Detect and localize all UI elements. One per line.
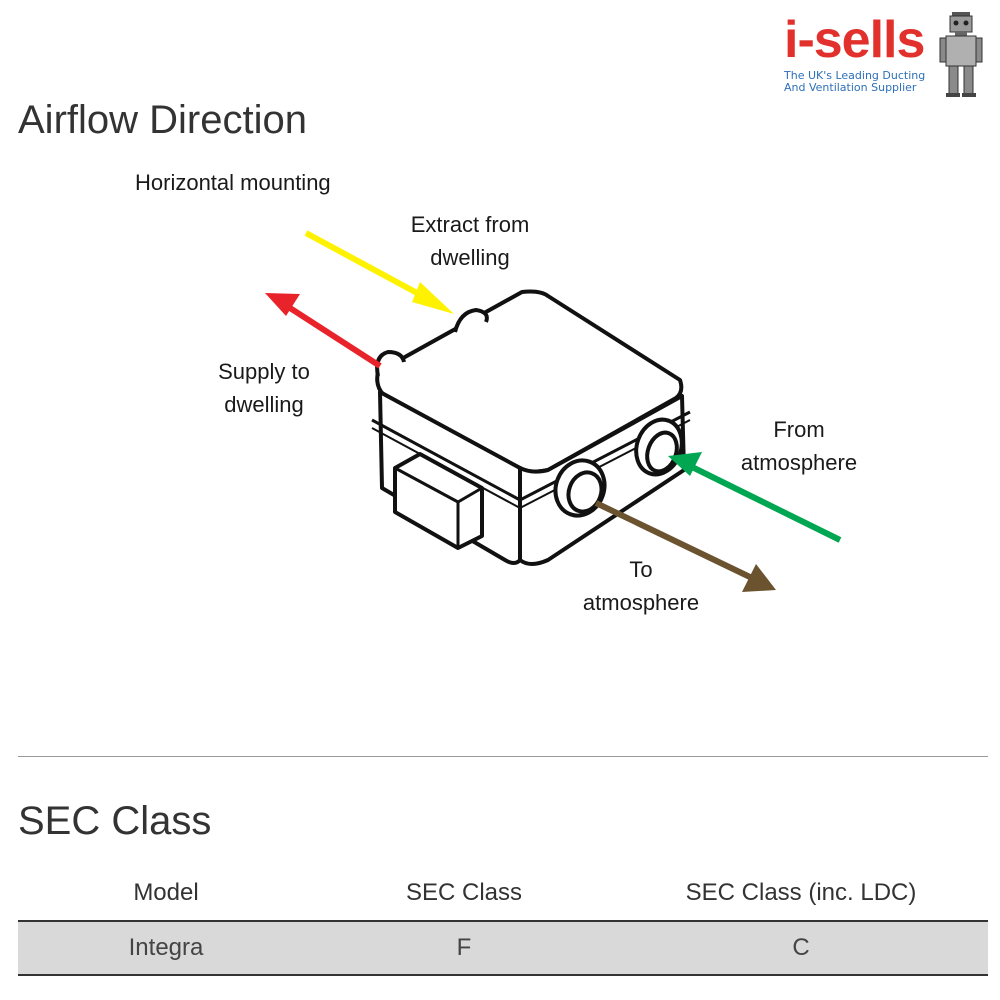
extract-label-line2: dwelling [430,245,510,270]
extract-label-line1: Extract from [410,212,530,237]
from-label-line2: atmosphere [740,450,858,475]
from-atmosphere-arrow [668,452,842,543]
header-sec-class: SEC Class [314,866,614,922]
to-label-line1: To [629,557,653,582]
logo-tagline-line1: The UK's Leading Ducting [784,69,926,82]
mvhr-unit-diagram [265,230,842,592]
to-atmosphere-arrow [594,500,776,592]
sec-class-title: SEC Class [18,799,212,843]
to-atmosphere-label: To atmosphere [566,553,716,619]
horizontal-mounting-label: Horizontal mounting [135,170,331,195]
logo-tagline-line2: And Ventilation Supplier [784,81,917,94]
table-row: Integra F C [18,921,988,976]
extract-arrow [304,230,454,314]
from-atmosphere-label: From atmosphere [724,413,874,479]
supply-to-dwelling-label: Supply to dwelling [196,355,332,421]
to-label-line2: atmosphere [582,590,700,615]
cell-sec-class-ldc: C [614,921,988,976]
cell-sec-class: F [314,921,614,976]
extract-from-dwelling-label: Extract from dwelling [390,208,550,274]
supply-label-line1: Supply to [218,359,310,384]
header-model: Model [18,866,314,922]
header-sec-class-ldc: SEC Class (inc. LDC) [614,866,988,922]
cell-model: Integra [18,921,314,976]
section-divider [18,756,988,757]
from-label-line1: From [773,417,825,442]
airflow-direction-title: Airflow Direction [18,98,307,142]
sec-class-table: Model SEC Class SEC Class (inc. LDC) Int… [18,866,988,976]
logo-wordmark: i-sells [784,11,925,69]
supply-label-line2: dwelling [224,392,304,417]
supply-arrow [265,293,382,369]
brand-logo: i-sells The UK's Leading Ducting And Ven… [780,10,990,100]
mvhr-unit [371,289,691,566]
table-header-row: Model SEC Class SEC Class (inc. LDC) [18,866,988,922]
robot-mascot-icon [939,12,983,97]
